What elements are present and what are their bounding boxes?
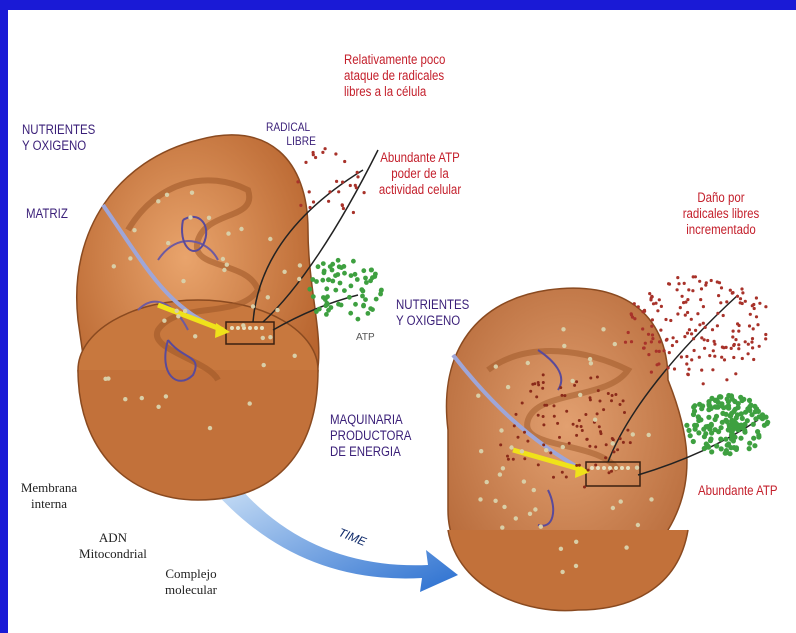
label-line: ADN	[68, 530, 158, 546]
label-line: NUTRIENTES	[22, 122, 95, 138]
label-membrana-interna: Membrana interna	[14, 480, 84, 511]
label-line: Abundante ATP	[369, 150, 471, 166]
atp-cloud-right	[684, 393, 770, 456]
label-atp: ATP	[356, 332, 375, 344]
label-matriz: MATRIZ	[26, 206, 68, 222]
label-line: poder de la	[369, 166, 471, 182]
label-line: PRODUCTORA	[330, 428, 411, 444]
label-line: NUTRIENTES	[396, 297, 469, 313]
label-radical-libre: RADICAL LIBRE	[266, 120, 316, 149]
label-line: Daño por	[674, 190, 768, 206]
label-line: molecular	[156, 582, 226, 598]
label-dano-radicales: Daño por radicales libres incrementado	[674, 190, 768, 239]
label-complejo-molecular: Complejo molecular	[156, 566, 226, 597]
label-nutrientes-2: NUTRIENTES Y OXIGENO	[396, 297, 469, 329]
label-maquinaria: MAQUINARIA PRODUCTORA DE ENERGIA	[330, 412, 411, 461]
label-line: radicales libres	[674, 206, 768, 222]
label-line: Relativamente poco	[344, 52, 445, 68]
label-line: libres a la célula	[344, 84, 445, 100]
label-line: MAQUINARIA	[330, 412, 411, 428]
label-line: Complejo	[156, 566, 226, 582]
label-line: interna	[14, 496, 84, 512]
label-adn-mitocondrial: ADN Mitocondrial	[68, 530, 158, 561]
label-line: Membrana	[14, 480, 84, 496]
label-abundante-atp-1: Abundante ATP poder de la actividad celu…	[369, 150, 471, 199]
label-line: Y OXIGENO	[396, 313, 469, 329]
label-line: ataque de radicales	[344, 68, 445, 84]
label-nutrientes-1: NUTRIENTES Y OXIGENO	[22, 122, 95, 154]
label-line: actividad celular	[369, 182, 471, 198]
label-line: RADICAL	[266, 120, 316, 134]
mitochondrion-damaged	[446, 288, 688, 610]
time-arrow	[213, 480, 458, 592]
label-relativamente-poco: Relativamente poco ataque de radicales l…	[344, 52, 445, 101]
atp-cloud-left	[307, 258, 383, 322]
label-line: DE ENERGIA	[330, 444, 411, 460]
label-line: LIBRE	[266, 134, 316, 148]
label-abundante-atp-2: Abundante ATP	[698, 483, 778, 499]
label-line: incrementado	[674, 222, 768, 238]
diagram-canvas: Relativamente poco ataque de radicales l…	[8, 10, 796, 633]
label-line: Y OXIGENO	[22, 138, 95, 154]
label-line: Mitocondrial	[68, 546, 158, 562]
